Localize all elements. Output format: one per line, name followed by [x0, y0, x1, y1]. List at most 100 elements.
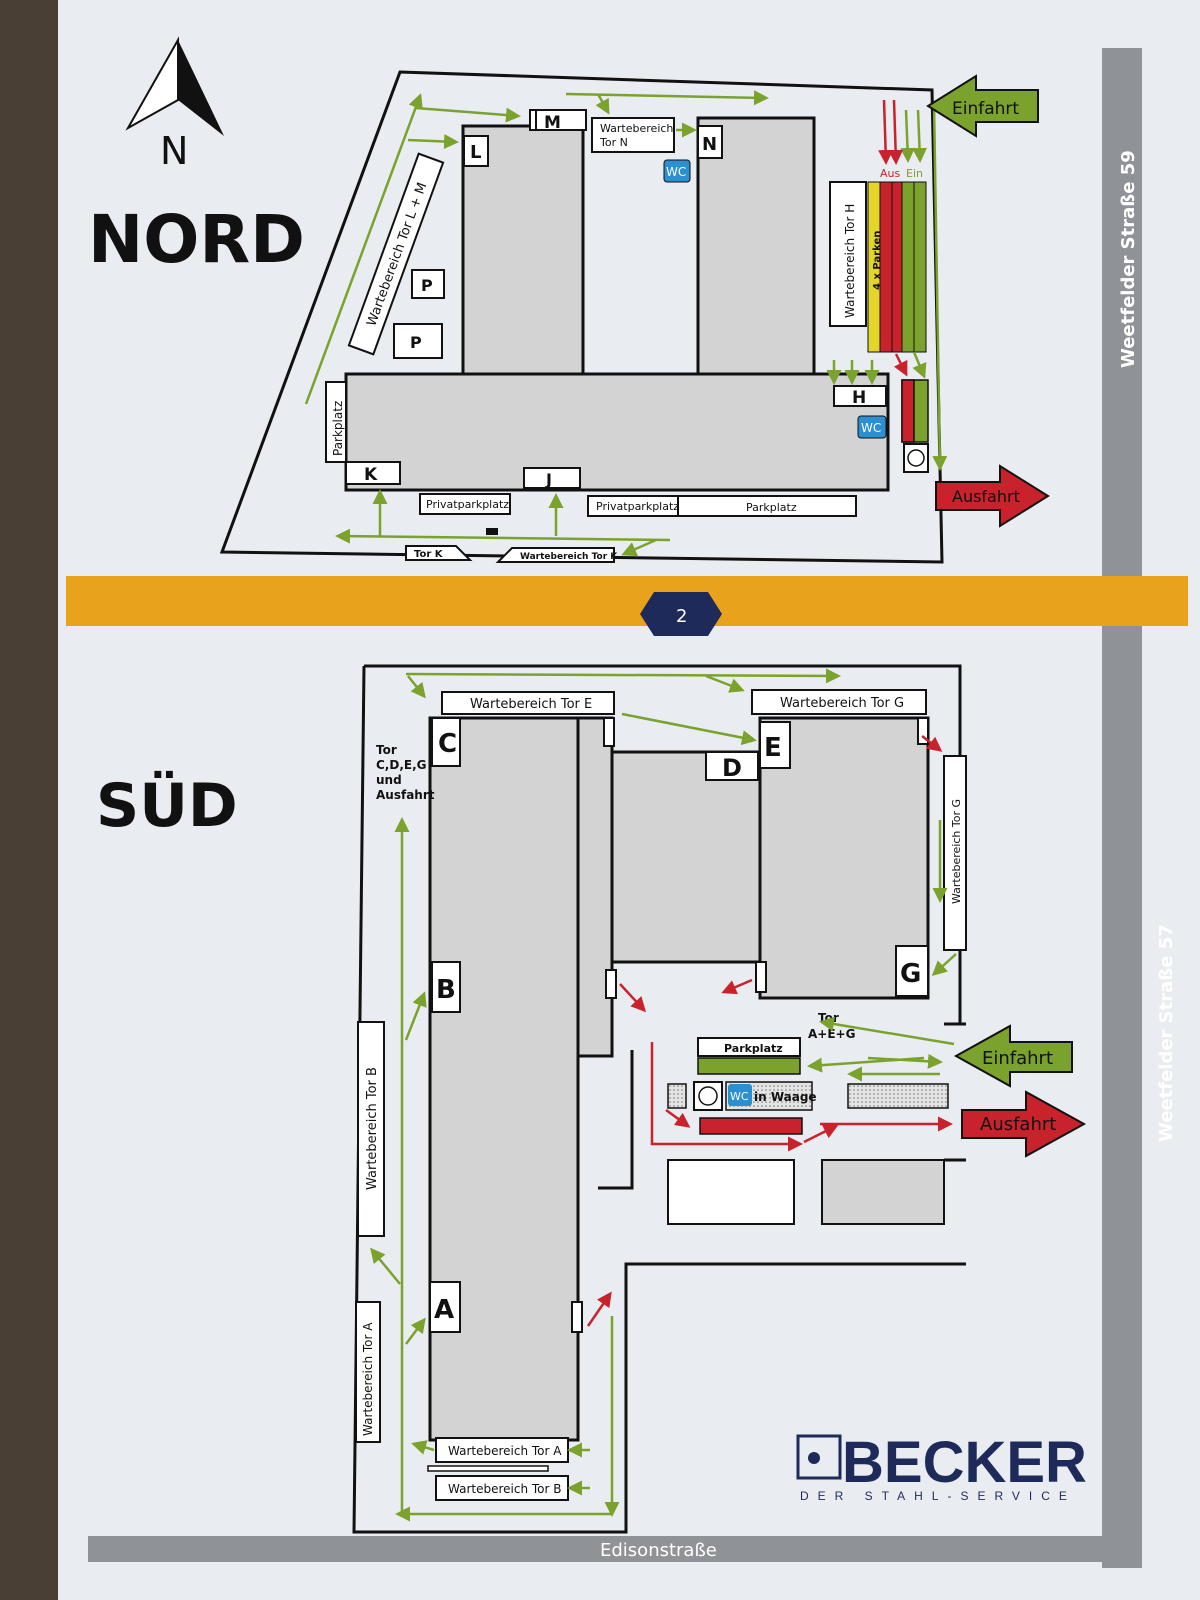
route-arrow-7	[900, 109, 916, 163]
wc-icon-sued	[728, 1084, 752, 1106]
gate-b-label: B	[436, 975, 456, 1005]
sued-green-routes	[370, 668, 957, 1522]
door-marker-2	[917, 717, 929, 745]
sued-route-2	[407, 675, 426, 699]
wait-area-k-box	[495, 547, 615, 563]
route-arrow-3	[407, 134, 459, 149]
route-arrow-2	[415, 106, 521, 123]
gate-d-box	[705, 751, 759, 781]
lane-red-sued	[699, 1117, 803, 1135]
gate-g-box	[895, 945, 929, 997]
gate-a-box	[429, 1281, 461, 1333]
sued-route-red-4	[650, 1042, 803, 1152]
entry-label-sued: Einfahrt	[982, 1048, 1053, 1069]
tor-cdeg-line2: C,D,E,G	[376, 758, 427, 772]
parkplatz-side-label: Parkplatz	[331, 401, 345, 456]
parking-p-2	[393, 323, 443, 359]
lane-out-label: Aus	[880, 167, 900, 180]
entry-label-nord: Einfahrt	[952, 99, 1019, 119]
entry-arrow-nord	[926, 74, 1039, 138]
parking-4x-label: 4 x Parken	[872, 231, 883, 290]
route-red-1	[878, 99, 894, 165]
gate-m-box	[529, 109, 587, 131]
becker-logo-tagline: DER STAHL-SERVICE	[800, 1489, 1076, 1503]
route-red-3	[893, 353, 908, 377]
becker-logo-mark	[796, 1434, 842, 1480]
scale-icon-nord	[907, 449, 925, 467]
door-marker-5	[571, 1301, 583, 1333]
gate-k-label: K	[364, 465, 378, 485]
parkplatz-sued-label: Parkplatz	[724, 1042, 783, 1055]
sued-route-red-8	[586, 1291, 612, 1327]
scale-pad-small	[667, 1083, 687, 1109]
sued-route-red-3	[721, 978, 753, 995]
tor-aeg-line2: A+E+G	[808, 1027, 855, 1041]
route-arrow-9	[932, 103, 948, 471]
street-bar-right	[1102, 48, 1142, 1568]
wait-area-g-side-label: Wartebereich Tor G	[950, 799, 963, 904]
waage-label: in Waage	[754, 1090, 817, 1104]
sued-title: SÜD	[96, 770, 238, 841]
entry-arrow-sued	[953, 1024, 1073, 1088]
sued-red-routes	[586, 735, 953, 1327]
wait-area-a-side-label: Wartebereich Tor A	[361, 1322, 375, 1436]
sued-route-8	[405, 1317, 426, 1345]
wait-area-e-label: Wartebereich Tor E	[470, 697, 592, 712]
wait-area-h-box	[829, 181, 867, 327]
wait-area-a-bottom-label: Wartebereich Tor A	[448, 1444, 562, 1458]
gate-k-box	[345, 461, 401, 485]
gate-c-label: C	[438, 729, 457, 759]
barrier-marker	[486, 528, 498, 535]
bottom-barrier	[427, 1465, 549, 1472]
scale-icon-box-sued	[693, 1081, 723, 1111]
wait-area-b-side-label: Wartebereich Tor B	[365, 1067, 380, 1190]
parkplatz-bottom-label: Parkplatz	[746, 501, 797, 514]
wait-area-n-box	[591, 117, 675, 153]
lane-green-1	[901, 181, 915, 353]
route-arrow-17	[621, 538, 657, 557]
sued-route-6	[404, 991, 427, 1041]
tor-k-box	[405, 545, 473, 561]
door-marker-3	[605, 969, 617, 999]
lane-green-sued	[697, 1057, 801, 1075]
scale-icon-sued	[698, 1086, 718, 1106]
wait-area-e-box	[441, 691, 615, 715]
exit-label-nord: Ausfahrt	[952, 487, 1020, 506]
parking-p-1-label: P	[421, 276, 433, 295]
street-label-sued: Weetfelder Straße 57	[1156, 924, 1177, 1142]
background-edge	[0, 0, 58, 1600]
wait-area-k-label: Wartebereich Tor K	[520, 552, 618, 562]
becker-logo-dot	[808, 1452, 820, 1464]
wait-area-b-bottom-box	[435, 1475, 569, 1501]
lane-red-2	[891, 181, 903, 353]
lane-red-1	[879, 181, 893, 353]
street-bar-bottom	[88, 1536, 1140, 1562]
wait-area-b-bottom-label: Wartebereich Tor B	[448, 1482, 562, 1496]
gate-l-label: L	[470, 142, 481, 163]
sued-building-small-2	[821, 1159, 945, 1225]
wait-area-n-line1: Wartebereich	[600, 122, 673, 135]
route-arrow-1	[304, 93, 423, 405]
nord-title: NORD	[88, 201, 305, 278]
gate-b-box	[431, 961, 461, 1013]
gate-a-label: A	[434, 1295, 454, 1325]
gate-m-label: M	[544, 113, 561, 133]
route-arrow-8	[912, 109, 928, 163]
tor-cdeg-line1: Tor	[376, 743, 397, 757]
sued-route-red-6	[803, 1124, 839, 1144]
sued-route-16	[819, 1016, 955, 1046]
parking-p-1	[411, 269, 445, 299]
route-red-2	[888, 99, 904, 165]
street-label-bottom: Edisonstraße	[600, 1540, 717, 1561]
nord-building-l	[461, 124, 585, 386]
parkplatz-side-box	[325, 381, 347, 463]
sued-building-annex	[576, 716, 614, 1058]
lane-green-2	[913, 181, 927, 353]
privat-parking-1-label: Privatparkplatz	[426, 498, 509, 511]
parkplatz-bottom-box	[677, 495, 857, 517]
sued-boundary-main	[352, 665, 966, 1534]
wait-area-g-side-box	[943, 755, 967, 951]
becker-logo-name: BECKER	[842, 1430, 1087, 1495]
sued-route-19	[867, 1053, 943, 1069]
wait-area-n-line2: Tor N	[599, 136, 628, 149]
